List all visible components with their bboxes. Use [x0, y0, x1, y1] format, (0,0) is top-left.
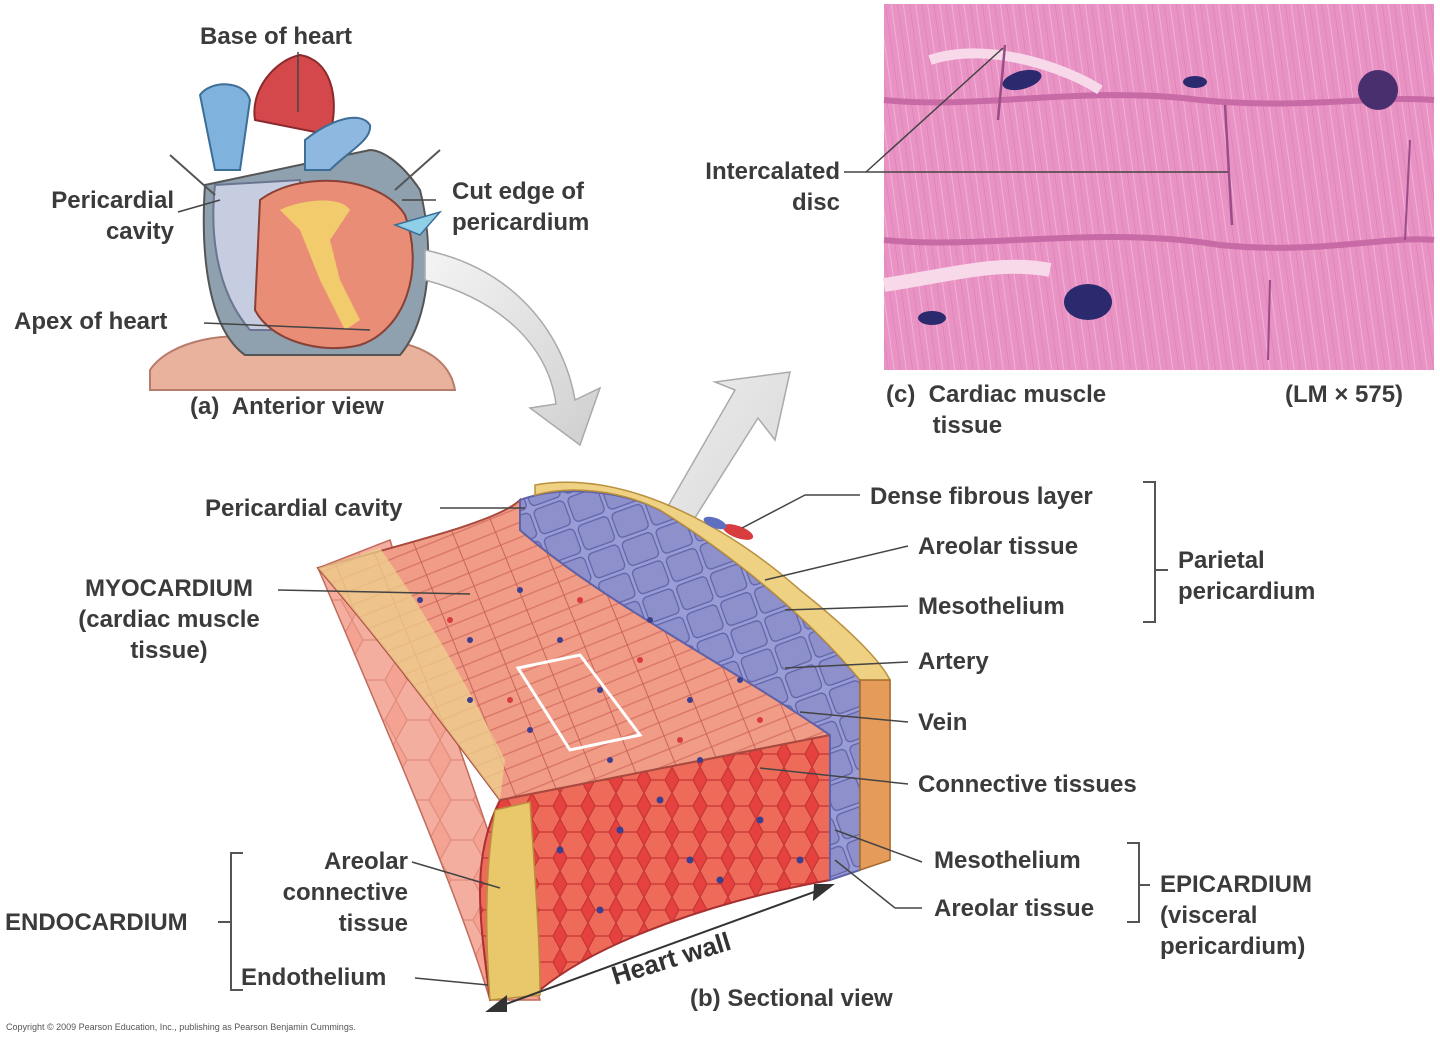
brackets: [218, 481, 1168, 991]
panel-a-leaders: [177, 52, 436, 331]
caption-sectional-view: (b) Sectional view: [690, 985, 893, 1012]
label-endothelium: Endothelium: [241, 964, 387, 991]
label-pericardial-cavity-a: Pericardial cavity: [51, 187, 174, 245]
panel-b-leaders: [277, 494, 923, 986]
label-parietal-pericardium: Parietal pericardium: [1178, 547, 1316, 605]
caption-cardiac-muscle-tissue: (c) Cardiac muscle tissue: [886, 381, 1107, 439]
label-epicardium: EPICARDIUM (visceral pericardium): [1160, 871, 1313, 960]
label-base-of-heart: Base of heart: [200, 23, 353, 50]
label-artery: Artery: [918, 648, 989, 675]
label-myocardium: MYOCARDIUM (cardiac muscle tissue): [78, 575, 260, 664]
copyright-notice: Copyright © 2009 Pearson Education, Inc.…: [6, 1022, 356, 1032]
caption-magnification: (LM × 575): [1285, 381, 1404, 408]
label-vein: Vein: [918, 709, 968, 736]
label-cut-edge-pericardium: Cut edge of pericardium: [452, 178, 590, 236]
caption-anterior-view: (a) Anterior view: [190, 393, 384, 420]
pulmonary-trunk: [304, 116, 372, 171]
vena-cava: [198, 83, 252, 171]
label-areolar-connective-tissue: Areolar connective tissue: [282, 848, 408, 937]
heart-wall-section: [316, 481, 891, 1002]
zoom-arrow-a-to-b: [424, 249, 602, 447]
coronary-fat: [280, 200, 360, 330]
cardiac-muscle-micrograph: [882, 4, 1435, 370]
detail-inset-box: [515, 653, 643, 752]
label-endocardium: ENDOCARDIUM: [5, 909, 188, 936]
aorta: [253, 53, 335, 137]
label-mesothelium-parietal: Mesothelium: [918, 593, 1065, 620]
anterior-heart-illustration: [149, 53, 457, 391]
label-pericardial-cavity-b: Pericardial cavity: [205, 495, 403, 522]
label-intercalated-disc: Intercalated disc: [705, 158, 840, 216]
label-areolar-tissue-visceral: Areolar tissue: [934, 895, 1095, 922]
pericardium-cut-flap: [392, 210, 443, 236]
label-mesothelium-visceral: Mesothelium: [934, 847, 1081, 874]
label-areolar-tissue-parietal: Areolar tissue: [918, 533, 1079, 560]
heart-wall-arrow: [485, 884, 835, 1012]
label-connective-tissues: Connective tissues: [918, 771, 1137, 798]
label-apex-of-heart: Apex of heart: [14, 308, 168, 335]
label-dense-fibrous-layer: Dense fibrous layer: [870, 483, 1093, 510]
panel-c-leaders: [844, 47, 1228, 173]
